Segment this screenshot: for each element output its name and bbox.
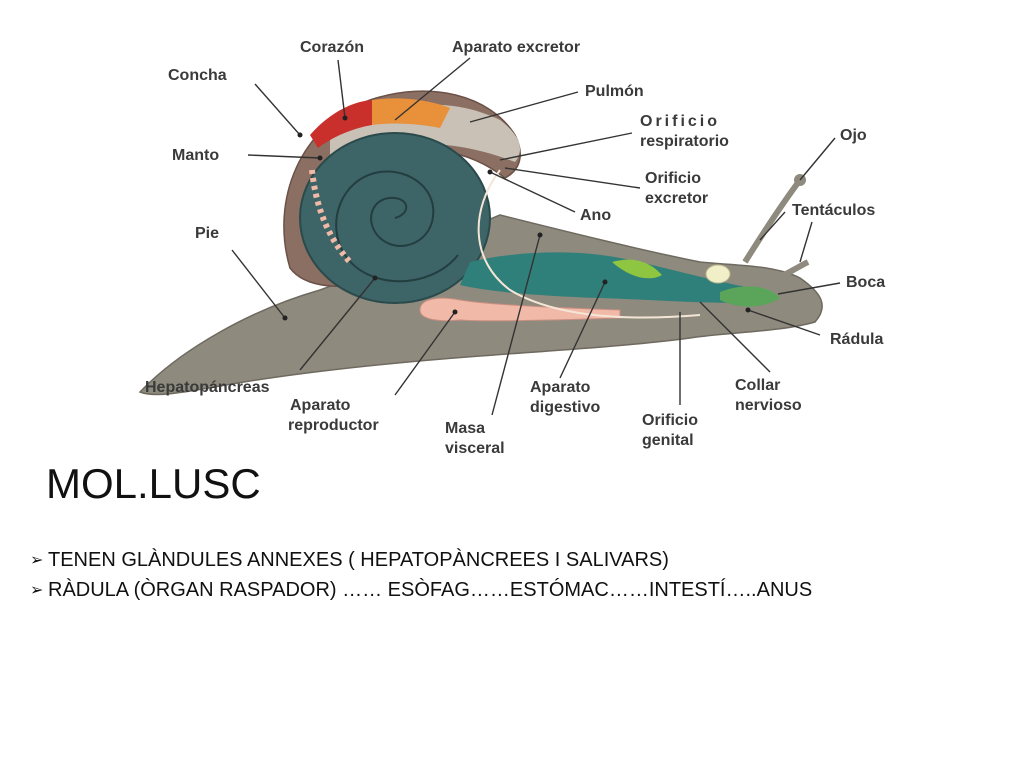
leader-tentaculos-1 (759, 211, 786, 241)
arrow-bullet-icon: ➢ (30, 552, 44, 569)
label-masa-visceral-1: Masa (445, 420, 485, 437)
leader-manto (247, 154, 321, 159)
label-aparato-reproductor-2: reproductor (288, 417, 379, 434)
dot-hepatopancreas (372, 275, 378, 281)
label-ojo: Ojo (840, 127, 867, 144)
label-orificio-genital-2: genital (642, 432, 694, 449)
dot-aparato-digestivo (602, 279, 608, 285)
leader-pie (231, 249, 286, 319)
leader-radula (747, 309, 821, 336)
label-boca: Boca (846, 274, 885, 291)
slide-title: MOL.LUSC (46, 460, 261, 507)
label-orificio-excretor-1: Orificio (645, 170, 701, 187)
dot-manto (317, 155, 323, 161)
bullet-list: ➢ TENEN GLÀNDULES ANNEXES ( HEPATOPÀNCRE… (30, 545, 812, 605)
intestine-line (477, 169, 701, 319)
label-aparato-digestivo-2: digestivo (530, 399, 600, 416)
snail-anatomy-diagram: Corazón Aparato excretor Concha Pulmón O… (138, 39, 885, 457)
label-aparato-excretor: Aparato excretor (452, 39, 580, 56)
dot-radula (745, 307, 751, 313)
label-pulmon: Pulmón (585, 83, 644, 100)
label-orificio-excretor-2: excretor (645, 190, 708, 207)
label-orificio-genital-1: Orificio (642, 412, 698, 429)
digestive-tract (460, 252, 770, 303)
dot-pie (282, 315, 288, 321)
leader-orificio-excretor (504, 167, 641, 189)
leader-ano (489, 171, 576, 213)
leader-hepatopancreas (299, 277, 376, 371)
dot-concha (297, 132, 303, 138)
label-aparato-digestivo-1: Aparato (530, 379, 591, 396)
dot-masa-visceral (537, 232, 543, 238)
label-orificio-respiratorio-2: respiratorio (640, 133, 729, 150)
hepatopancreas-dots (309, 169, 353, 265)
bullet-item: ➢ TENEN GLÀNDULES ANNEXES ( HEPATOPÀNCRE… (30, 545, 812, 575)
dot-ano (487, 169, 493, 175)
lower-tentacle (773, 259, 810, 283)
label-aparato-reproductor-1: Aparato (290, 397, 351, 414)
label-orificio-respiratorio-1: Orificio (640, 113, 720, 130)
nerve-collar (705, 264, 731, 284)
arrow-bullet-icon: ➢ (30, 582, 44, 599)
spiral-line (335, 170, 459, 283)
leader-tentaculos-2 (799, 221, 813, 263)
salivary-gland (612, 259, 662, 279)
leader-boca (777, 282, 841, 295)
leader-orificio-respiratorio (499, 132, 633, 161)
leader-aparato-excretor (394, 57, 471, 121)
dot-aparato-reproductor (452, 309, 458, 315)
label-radula: Rádula (830, 331, 883, 348)
label-masa-visceral-2: visceral (445, 440, 505, 457)
radula-area (720, 286, 780, 307)
leader-pulmon (469, 91, 579, 123)
label-collar-nervioso-2: nervioso (735, 397, 802, 414)
dot-corazon (342, 115, 348, 121)
label-corazon: Corazón (300, 39, 364, 56)
label-pie: Pie (195, 225, 219, 242)
leader-masa-visceral (491, 234, 541, 416)
label-hepatopancreas: Hepatopáncreas (145, 379, 270, 396)
bullet-text: TENEN GLÀNDULES ANNEXES ( HEPATOPÀNCREES… (48, 548, 669, 571)
leader-aparato-digestivo (559, 281, 606, 379)
bullet-text: RÀDULA (ÒRGAN RASPADOR) …… ESÒFAG……ESTÓM… (48, 578, 813, 601)
label-collar-nervioso-1: Collar (735, 377, 780, 394)
bullet-item: ➢ RÀDULA (ÒRGAN RASPADOR) …… ESÒFAG……EST… (30, 575, 812, 605)
label-concha: Concha (168, 67, 227, 84)
heart-organ (310, 100, 375, 148)
leader-corazon (337, 59, 346, 119)
excretory-organ (372, 98, 450, 128)
label-tentaculos: Tentáculos (792, 202, 875, 219)
leader-aparato-reproductor (394, 311, 456, 396)
leader-concha (254, 83, 301, 136)
leader-collar-nervioso (699, 301, 771, 373)
label-manto: Manto (172, 147, 219, 164)
label-ano: Ano (580, 207, 611, 224)
upper-tentacle (742, 178, 803, 264)
leader-ojo (799, 137, 836, 181)
